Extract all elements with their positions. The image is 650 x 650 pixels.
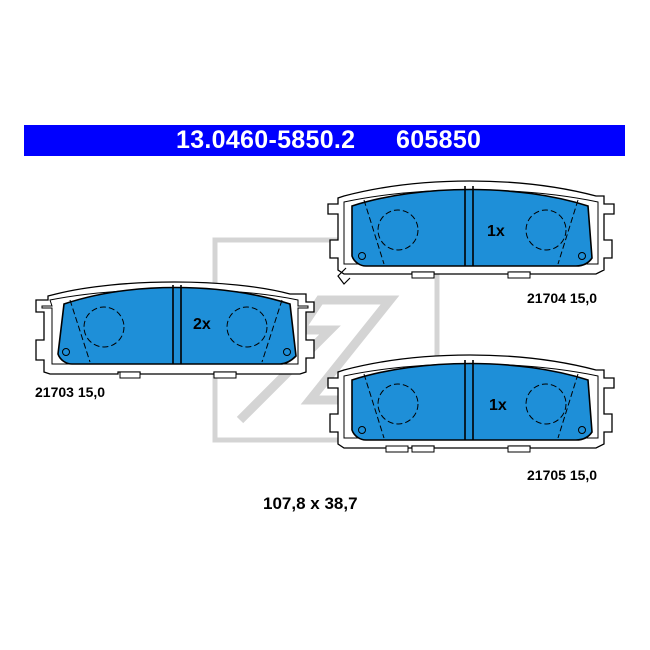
wear-indicator-icon	[337, 267, 351, 285]
wear-indicator-icon	[62, 348, 70, 356]
pad-21705-quantity: 1x	[489, 397, 507, 414]
pad-21704	[327, 180, 615, 285]
pad-21704-quantity: 1x	[487, 223, 505, 240]
dimensions-label: 107,8 x 38,7	[263, 494, 358, 513]
pad-21703-quantity: 2x	[193, 316, 211, 333]
part-number: 13.0460-5850.2	[176, 126, 356, 154]
pad-21703	[35, 281, 315, 379]
pad-21705-label: 21705 15,0	[527, 467, 598, 483]
pad-21705	[327, 354, 615, 453]
alt-number: 605850	[396, 126, 482, 154]
header-bar: 13.0460-5850.2 605850	[24, 125, 625, 156]
pad-21703-label: 21703 15,0	[35, 384, 106, 400]
friction-material	[57, 286, 297, 365]
pad-21704-label: 21704 15,0	[527, 290, 598, 306]
